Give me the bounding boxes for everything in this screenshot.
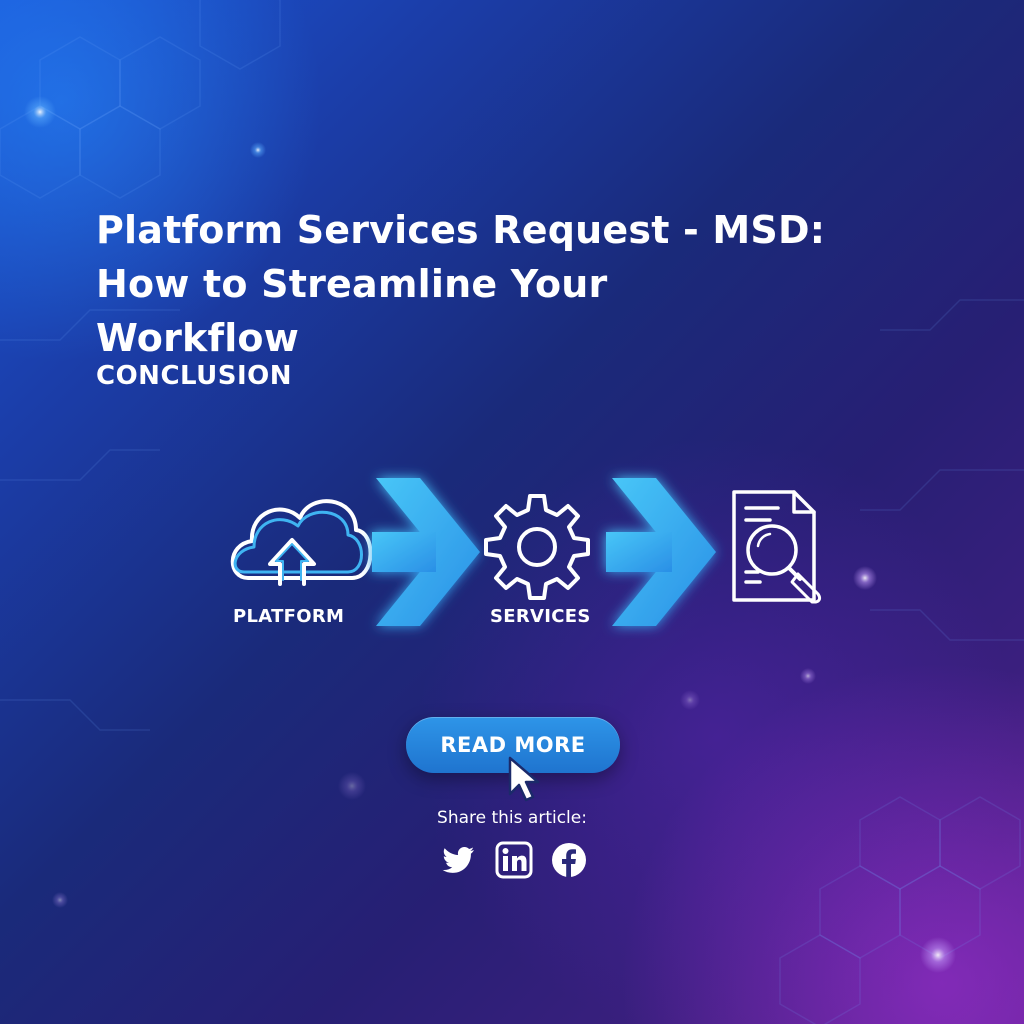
flow-label-platform: PLATFORM <box>233 606 345 627</box>
facebook-icon[interactable] <box>549 840 589 880</box>
mouse-pointer-icon <box>508 756 540 802</box>
chevron-right-arrow-icon <box>372 478 480 626</box>
twitter-icon[interactable] <box>440 840 480 880</box>
article-title-line-3: Workflow <box>96 316 300 360</box>
cloud-upload-icon <box>230 499 373 586</box>
chevron-right-arrow-icon <box>606 478 716 626</box>
flow-label-services: SERVICES <box>490 606 591 627</box>
gear-icon <box>484 494 590 600</box>
article-title-line-2: How to Streamline Your <box>96 262 608 306</box>
share-label: Share this article: <box>437 808 587 828</box>
article-title: Platform Services Request - MSD: How to … <box>96 203 916 365</box>
article-title-line-1: Platform Services Request - MSD: <box>96 208 826 252</box>
linkedin-icon[interactable] <box>494 840 534 880</box>
document-search-icon <box>732 490 822 604</box>
section-heading: CONCLUSION <box>96 361 293 391</box>
